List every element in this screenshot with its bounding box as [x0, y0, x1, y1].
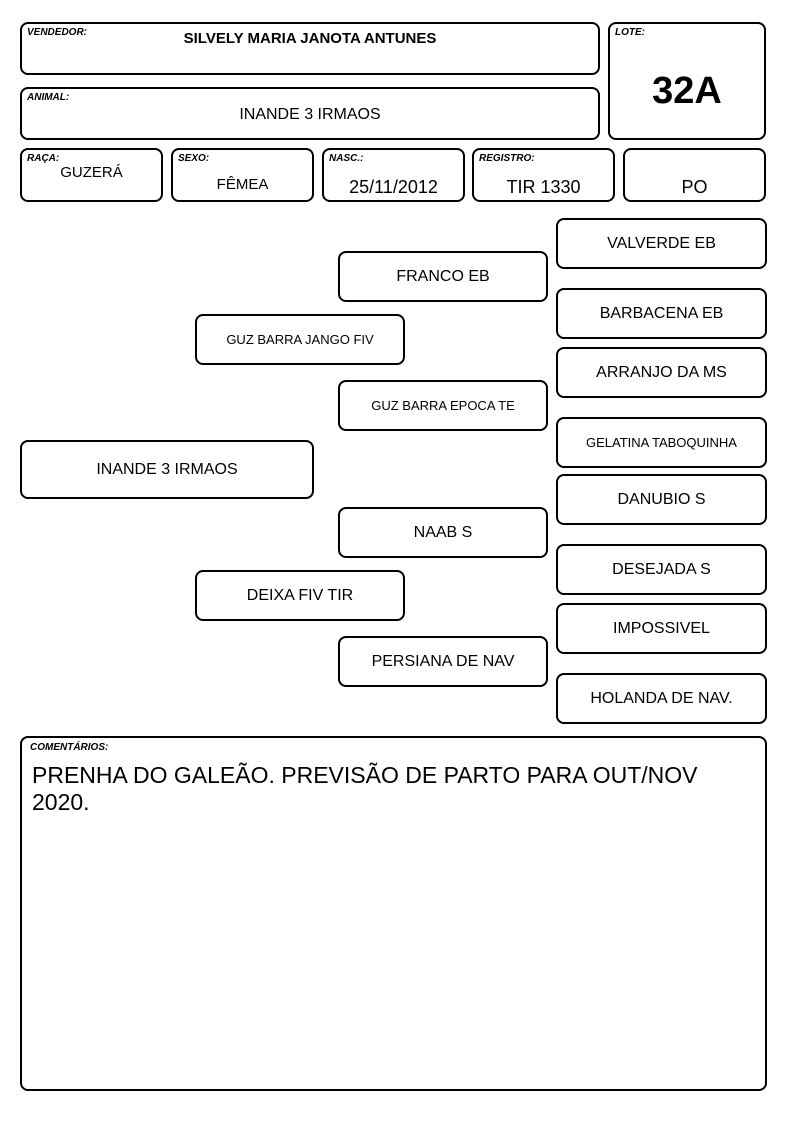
sexo-value: FÊMEA [216, 176, 269, 193]
pedigree-ggp-8: HOLANDA DE NAV. [556, 673, 767, 724]
animal-label: ANIMAL: [27, 92, 70, 103]
comments-label: COMENTÁRIOS: [30, 742, 109, 753]
comments-box: COMENTÁRIOS: PRENHA DO GALEÃO. PREVISÃO … [20, 736, 767, 1091]
raca-box: RAÇA: GUZERÁ [20, 148, 163, 202]
vendedor-label: VENDEDOR: [27, 27, 88, 38]
pedigree-animal: INANDE 3 IRMAOS [20, 440, 314, 499]
pedigree-sire-dam: GUZ BARRA EPOCA TE [338, 380, 548, 431]
nasc-label: NASC.: [329, 153, 364, 164]
pedigree-dam-dam: PERSIANA DE NAV [338, 636, 548, 687]
animal-value: INANDE 3 IRMAOS [239, 106, 381, 123]
registro-box: REGISTRO: TIR 1330 [472, 148, 615, 202]
sexo-label: SEXO: [178, 153, 210, 164]
nasc-value: 25/11/2012 [349, 177, 438, 197]
pedigree-ggp-7: IMPOSSIVEL [556, 603, 767, 654]
pedigree-sire: GUZ BARRA JANGO FIV [195, 314, 405, 365]
registro-value: TIR 1330 [506, 177, 581, 197]
pedigree-ggp-2: BARBACENA EB [556, 288, 767, 339]
vendedor-value: SILVELY MARIA JANOTA ANTUNES [183, 30, 437, 47]
categoria-box: PO [623, 148, 766, 202]
lote-label: LOTE: [615, 27, 645, 38]
pedigree-ggp-1: VALVERDE EB [556, 218, 767, 269]
raca-label: RAÇA: [27, 153, 60, 164]
pedigree-sire-sire: FRANCO EB [338, 251, 548, 302]
pedigree-ggp-5: DANUBIO S [556, 474, 767, 525]
registro-label: REGISTRO: [479, 153, 535, 164]
raca-value: GUZERÁ [60, 164, 123, 181]
vendedor-box: VENDEDOR: SILVELY MARIA JANOTA ANTUNES [20, 22, 600, 75]
categoria-value: PO [681, 177, 708, 197]
pedigree-dam-sire: NAAB S [338, 507, 548, 558]
nasc-box: NASC.: 25/11/2012 [322, 148, 465, 202]
pedigree-dam: DEIXA FIV TIR [195, 570, 405, 621]
lote-value: 32A [652, 70, 722, 112]
pedigree-ggp-4: GELATINA TABOQUINHA [556, 417, 767, 468]
comments-text: PRENHA DO GALEÃO. PREVISÃO DE PARTO PARA… [32, 762, 698, 815]
pedigree-ggp-3: ARRANJO DA MS [556, 347, 767, 398]
pedigree-ggp-6: DESEJADA S [556, 544, 767, 595]
sexo-box: SEXO: FÊMEA [171, 148, 314, 202]
lote-box: LOTE: 32A [608, 22, 766, 140]
animal-box: ANIMAL: INANDE 3 IRMAOS [20, 87, 600, 140]
